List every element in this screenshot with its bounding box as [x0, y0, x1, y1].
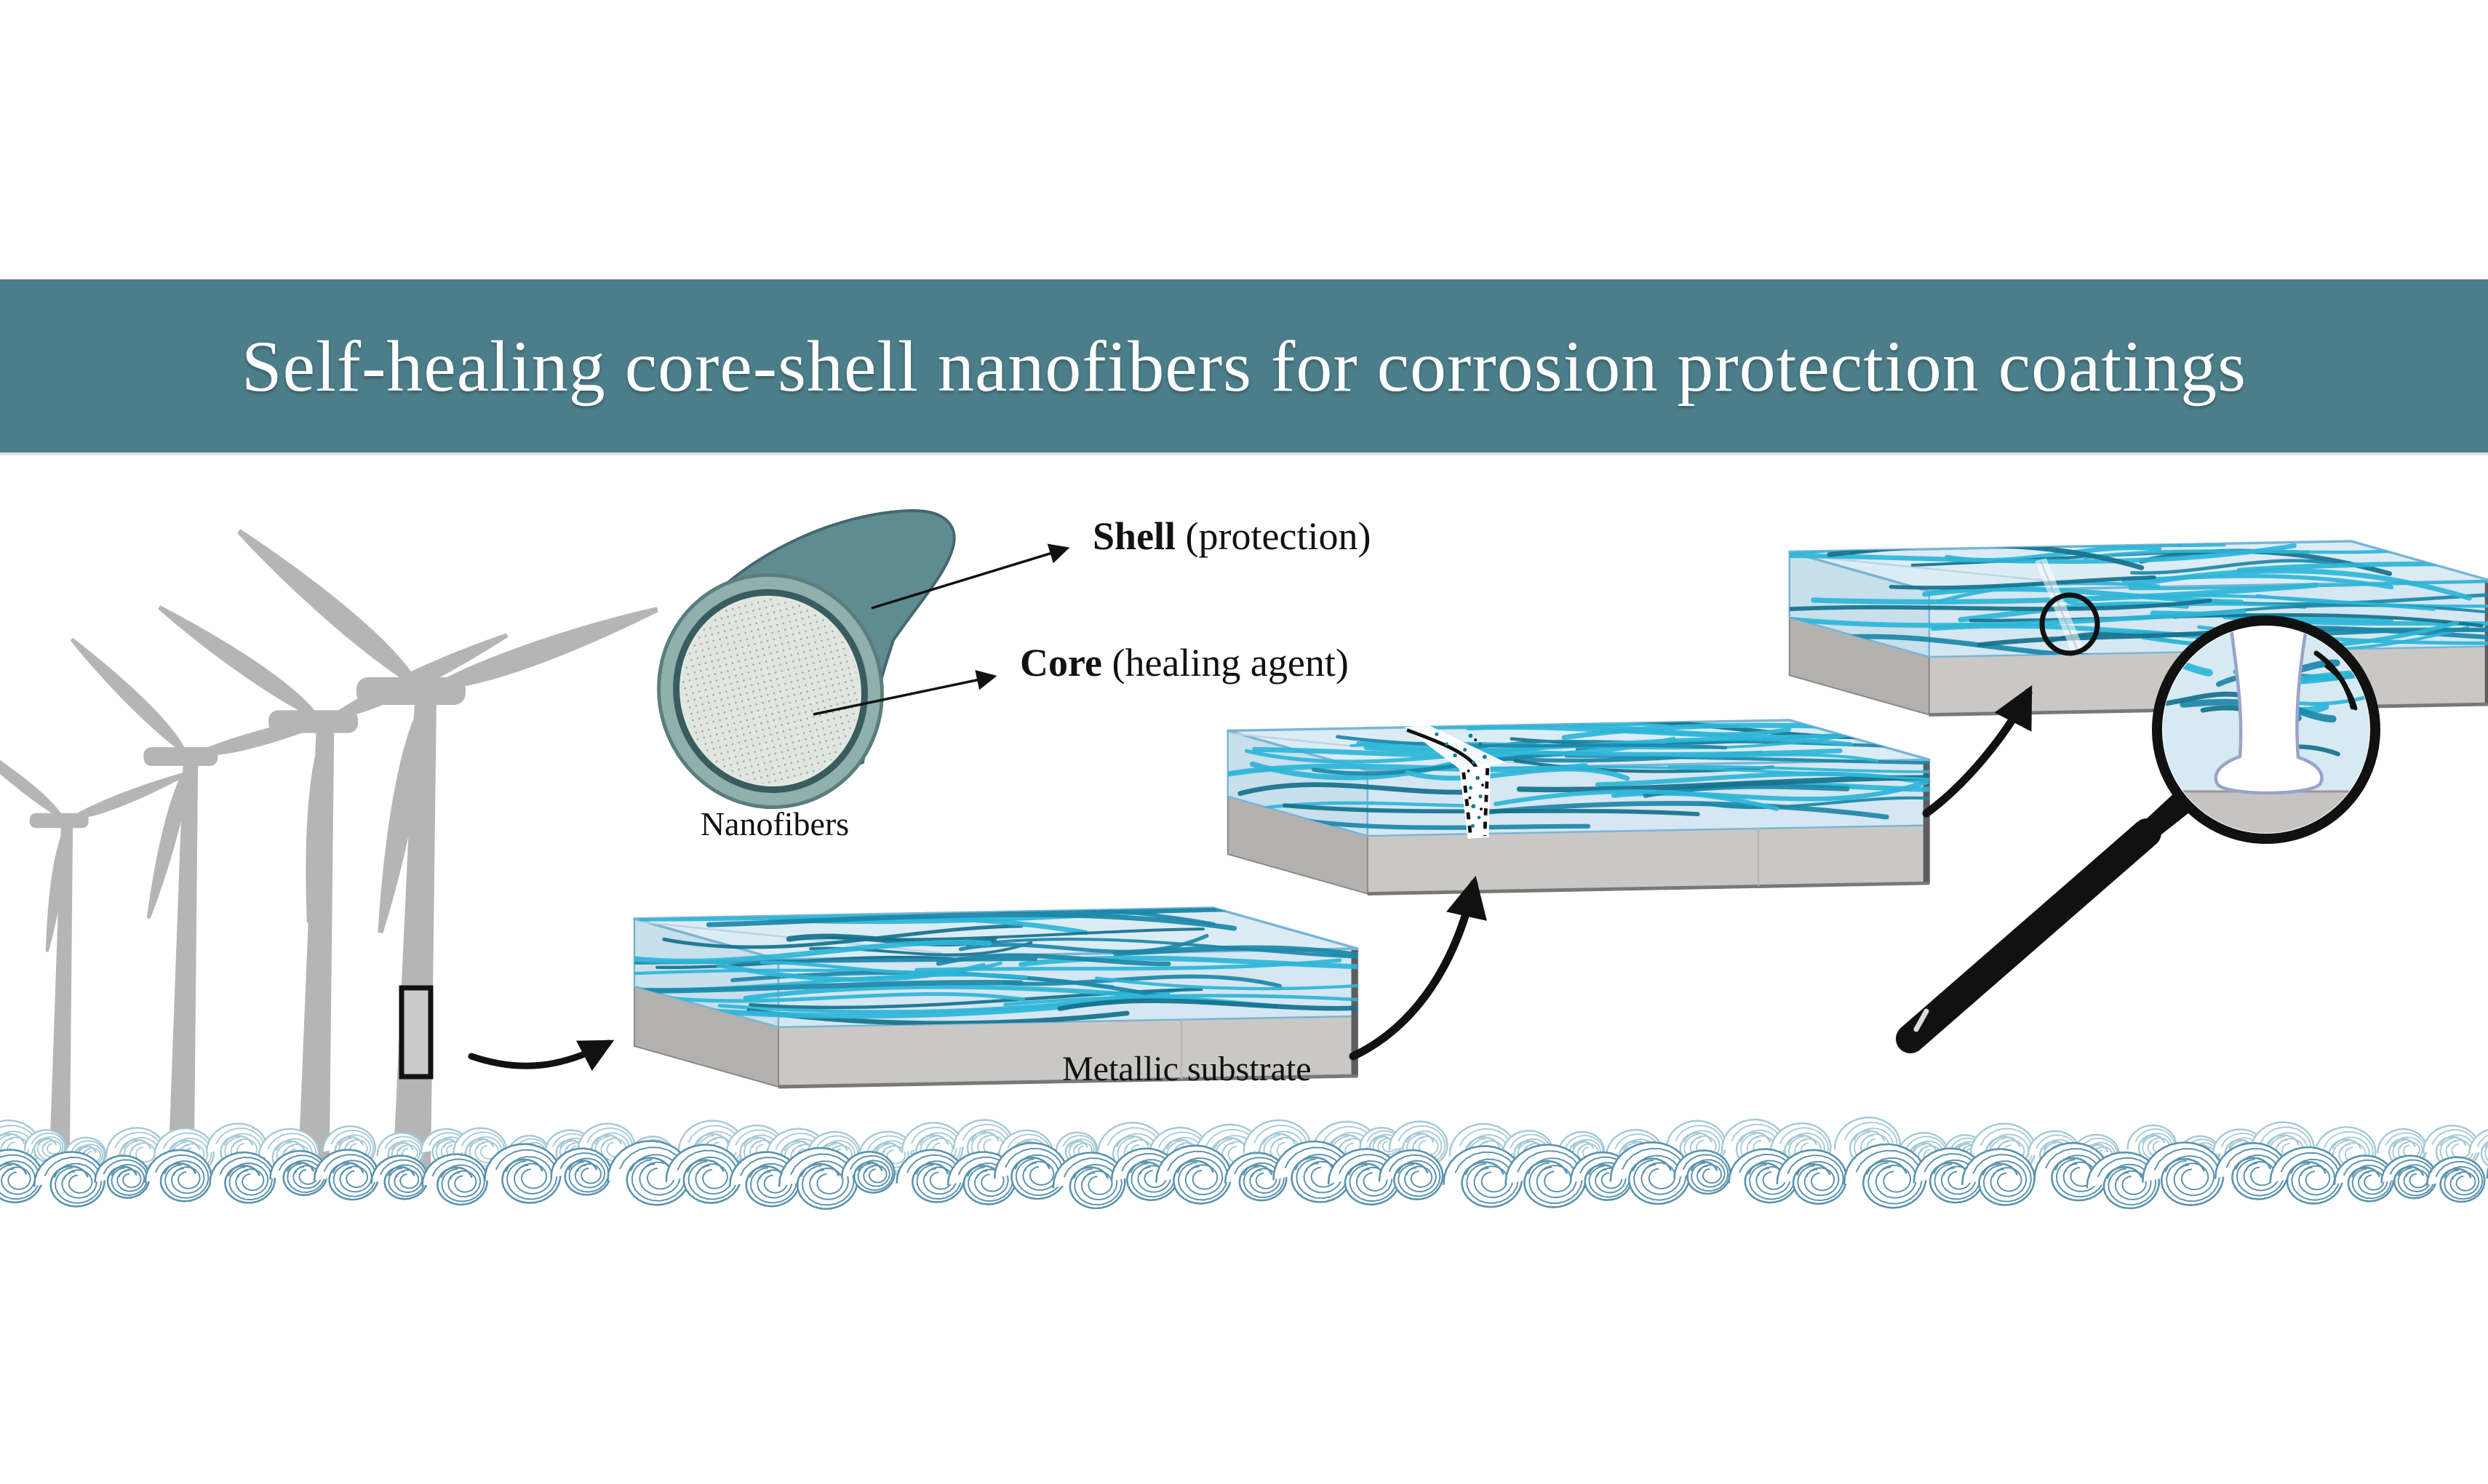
nanofibers-label: Nanofibers [700, 805, 850, 842]
shell-label-bold: Shell [1093, 514, 1176, 558]
fiber-cross-section [657, 573, 884, 810]
wind-turbine-3 [153, 599, 511, 1164]
arrow-coated-to-damaged [1349, 875, 1487, 1061]
core-pointer-line [813, 670, 997, 716]
healed-spot-circle [2039, 592, 2100, 656]
healed-crack-magnified [2214, 626, 2324, 795]
wind-turbine-1 [0, 733, 193, 1164]
arrow-turbine-to-coating [468, 1040, 615, 1072]
core-shell-nanofiber [657, 508, 1070, 810]
shell-label: Shell (protection) [1093, 514, 1371, 559]
healed-crack [2035, 558, 2085, 653]
title-banner: Self-healing core-shell nanofibers for c… [0, 279, 2488, 452]
wind-turbine-4 [231, 522, 661, 1173]
magnifier-lens-view [2163, 626, 2369, 833]
core-label-bold: Core [1020, 641, 1102, 685]
arrow-damaged-to-healed [1922, 685, 2033, 818]
wind-farm [0, 522, 661, 1173]
crack [1404, 724, 1506, 839]
magnifier-handle [1896, 818, 2161, 1053]
figure-title: Self-healing core-shell nanofibers for c… [242, 325, 2246, 407]
slab-healed [1770, 539, 2488, 714]
magnified-region-marker [399, 985, 434, 1080]
metallic-substrate-label: Metallic substrate [1062, 1050, 1312, 1088]
slab-damaged [1224, 720, 2049, 894]
core-label-rest: (healing agent) [1101, 641, 1349, 685]
magnifier-icon [1896, 615, 2380, 1053]
shell-pointer-line [871, 543, 1070, 610]
shell-label-rest: (protection) [1176, 514, 1371, 558]
ocean-waves [0, 1116, 2488, 1484]
wind-turbine-2 [65, 634, 354, 1165]
core-label: Core (healing agent) [1020, 640, 1349, 685]
